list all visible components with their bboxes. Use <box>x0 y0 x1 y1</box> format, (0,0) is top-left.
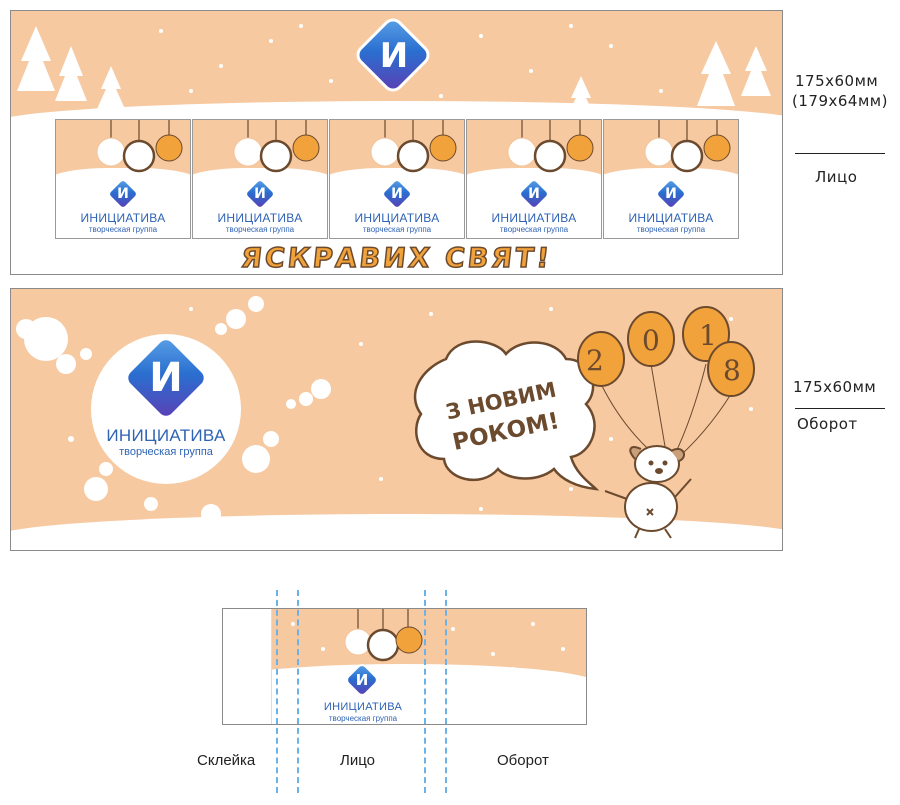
balloon-digit: 1 <box>699 319 717 352</box>
logo-letter: И <box>254 186 266 202</box>
brand-name: ИНИЦИАТИВА <box>628 211 714 225</box>
size-label: 175х60мм <box>795 72 879 90</box>
logo-letter: И <box>355 671 369 689</box>
brand-subtitle: творческая группа <box>636 225 706 234</box>
ornament-group <box>370 120 457 173</box>
deer-ornament-icon <box>292 134 320 162</box>
snowflake-ornament-icon <box>96 137 126 167</box>
snowflake-ornament-icon <box>533 139 567 173</box>
glue-label: Склейка <box>197 752 256 769</box>
divider <box>795 408 885 409</box>
back-label: Оборот <box>797 415 858 433</box>
brand-name: ИНИЦИАТИВА <box>354 211 440 225</box>
snowflake-ornament-icon <box>366 628 400 662</box>
snowflake-ornament-icon <box>507 137 537 167</box>
brand-subtitle: творческая группа <box>225 225 295 234</box>
divider <box>795 153 885 154</box>
snowflake-ornament-icon <box>644 137 674 167</box>
snowfall <box>291 622 565 671</box>
middle-panel: И ИНИЦИАТИВА творческая группа З НОВИМ Р… <box>10 288 783 551</box>
ornament-group <box>344 609 423 662</box>
deer-ornament-icon <box>703 134 731 162</box>
snowflake-ornament-icon <box>233 137 263 167</box>
logo-letter: И <box>117 186 129 202</box>
brand-subtitle: творческая группа <box>362 225 432 234</box>
size-label: 175х60мм <box>793 378 877 396</box>
deer-ornament-icon <box>566 134 594 162</box>
brand-name: ИНИЦИАТИВА <box>80 211 166 225</box>
fold-line <box>276 590 278 793</box>
balloon-digit: 0 <box>642 324 660 357</box>
back-label: Оборот <box>497 752 549 769</box>
fold-line <box>445 590 447 793</box>
logo-letter: И <box>391 186 403 202</box>
snowflake-ornament-icon <box>370 137 400 167</box>
christmas-tree-icon <box>567 41 771 116</box>
snowflake-ornament-icon <box>670 139 704 173</box>
ornament-group <box>96 120 183 173</box>
brand-subtitle: творческая группа <box>328 714 398 723</box>
balloon-digit: 2 <box>586 344 604 377</box>
logo-letter: И <box>379 36 409 76</box>
balloon-icon <box>627 311 675 367</box>
fold-line <box>297 590 299 793</box>
snowflake-ornament-icon <box>396 139 430 173</box>
snowfall <box>159 24 663 98</box>
logo-letter: И <box>149 355 183 401</box>
snowflake-ornament-icon <box>122 139 156 173</box>
balloon-icon <box>577 331 625 387</box>
deer-ornament-icon <box>429 134 457 162</box>
glue-strip <box>223 609 272 724</box>
snowflake-ornament-icon <box>259 139 293 173</box>
brand-name: ИНИЦИАТИВА <box>323 701 403 713</box>
ornament-group <box>644 120 731 173</box>
brand-name: ИНИЦИАТИВА <box>491 211 577 225</box>
dog-illustration-icon <box>604 445 692 539</box>
brand-subtitle: творческая группа <box>88 225 158 234</box>
face-label: Лицо <box>340 752 375 769</box>
snow-ground <box>223 664 586 724</box>
size-label-alt: (179х64мм) <box>792 92 888 110</box>
holiday-banner: ЯСКРАВИХ СВЯТ! <box>239 242 554 274</box>
brand-name: ИНИЦИАТИВА <box>106 426 226 445</box>
balloon-digit: 8 <box>723 354 741 387</box>
speech-bubble <box>413 340 600 491</box>
logo-letter: И <box>665 186 677 202</box>
deer-ornament-icon <box>395 626 423 654</box>
deer-ornament-icon <box>155 134 183 162</box>
brand-subtitle: творческая группа <box>119 446 213 458</box>
christmas-tree-icon <box>17 26 125 109</box>
logo-letter: И <box>528 186 540 202</box>
balloon-icon <box>707 341 755 397</box>
ornament-group <box>507 120 594 173</box>
bottom-panel: И ИНИЦИАТИВА творческая группа <box>222 608 587 725</box>
balloon-bunch <box>577 306 755 465</box>
brand-name: ИНИЦИАТИВА <box>217 211 303 225</box>
fold-line <box>424 590 426 793</box>
ornament-group <box>233 120 320 173</box>
face-label: Лицо <box>815 168 858 186</box>
brand-subtitle: творческая группа <box>499 225 569 234</box>
